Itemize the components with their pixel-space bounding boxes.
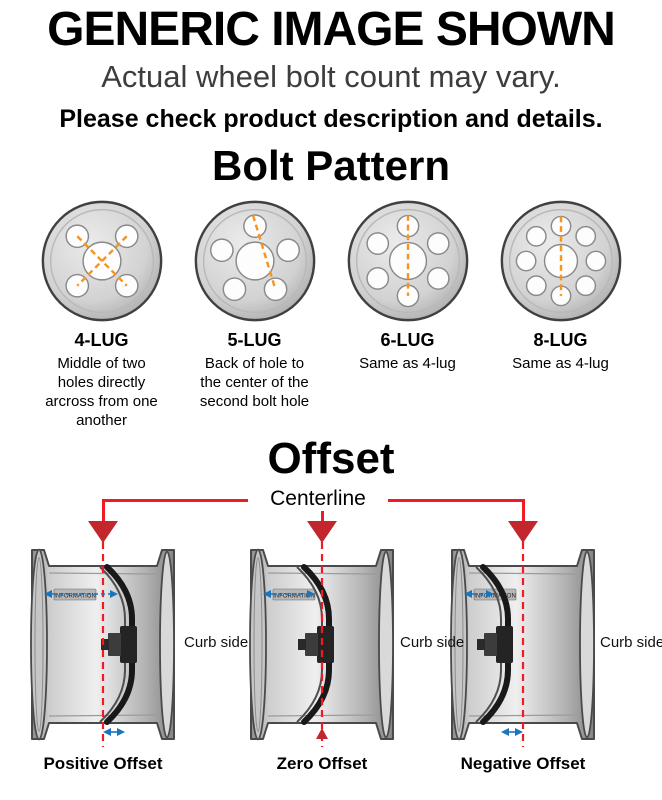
bolt-pattern-item-4lug: 4-LUG Middle of two holes directly arcro…	[30, 198, 173, 430]
lug-label-6: 6-LUG	[380, 330, 435, 350]
lug-description-5: Back of hole to the center of the second…	[199, 355, 310, 411]
lug-label-8: 8-LUG	[533, 330, 588, 350]
page-subtitle: Actual wheel bolt count may vary.	[101, 59, 561, 94]
centerline-marker-triangle-left	[88, 521, 118, 544]
offset-label-positive: Positive Offset	[43, 754, 163, 774]
curb-side-label-3: Curb side	[600, 634, 662, 652]
curb-side-label-2: Curb side	[400, 634, 465, 652]
offset-label-negative: Negative Offset	[460, 754, 586, 774]
centerline-drop-left	[102, 499, 105, 524]
lug-description-4: Middle of two holes directly arcross fro…	[45, 355, 158, 430]
barrel-stamp-text: INFORMATION	[474, 594, 516, 600]
barrel-stamp-text: INFORMATION	[54, 594, 96, 600]
wheel-4lug-diagram	[41, 200, 162, 322]
centerline-drop-middle	[321, 499, 324, 524]
zero-offset-marker-triangle	[316, 728, 328, 740]
lug-description-6: Same as 4-lug	[359, 355, 456, 372]
wheel-8lug-diagram	[500, 200, 621, 322]
wheel-cross-section-zero: INFORMATION	[249, 542, 394, 748]
hub-block	[120, 626, 137, 664]
measure-line-5lug	[251, 215, 277, 290]
bolt-pattern-row: 4-LUG Middle of two holes directly arcro…	[0, 198, 662, 430]
centerline-marker-triangle-right	[508, 521, 538, 544]
wheel-cross-section-negative: INFORMATION	[450, 542, 595, 748]
bolt-pattern-item-6lug: 6-LUG Same as 4-lug	[336, 198, 479, 430]
centerline-marker-triangle-middle	[307, 521, 337, 544]
centerline-label: Centerline	[248, 487, 388, 512]
backspacing-arrow	[263, 590, 315, 599]
lug-description-8: Same as 4-lug	[512, 355, 609, 372]
bolt-pattern-item-8lug: 8-LUG Same as 4-lug	[489, 198, 632, 430]
bolt-pattern-title: Bolt Pattern	[211, 142, 450, 189]
wheel-6lug-diagram	[347, 200, 468, 322]
measure-lines-4lug	[75, 235, 128, 287]
backspacing-arrow	[464, 590, 494, 599]
offset-title: Offset	[267, 434, 395, 484]
bolt-pattern-item-5lug: 5-LUG Back of hole to the center of the …	[183, 198, 326, 430]
curb-side-label-1: Curb side	[184, 634, 249, 652]
barrel-stamp-text: INFORMATION	[273, 594, 315, 600]
hub-block	[317, 626, 334, 664]
offset-distance-arrow	[501, 728, 523, 737]
wheel-cross-section-positive: INFORMATION	[30, 542, 175, 748]
lug-label-5: 5-LUG	[227, 330, 282, 350]
page-note: Please check product description and det…	[59, 105, 603, 133]
lug-label-4: 4-LUG	[74, 330, 129, 350]
wheel-5lug-diagram	[194, 200, 315, 322]
hub-block	[496, 626, 513, 664]
page-title: GENERIC IMAGE SHOWN	[47, 3, 616, 56]
centerline-drop-right	[522, 499, 525, 524]
backspacing-arrow	[44, 590, 118, 599]
offset-distance-arrow	[103, 728, 125, 737]
offset-label-zero: Zero Offset	[276, 754, 368, 774]
offset-diagram: Centerline INFORMATION	[0, 484, 662, 786]
